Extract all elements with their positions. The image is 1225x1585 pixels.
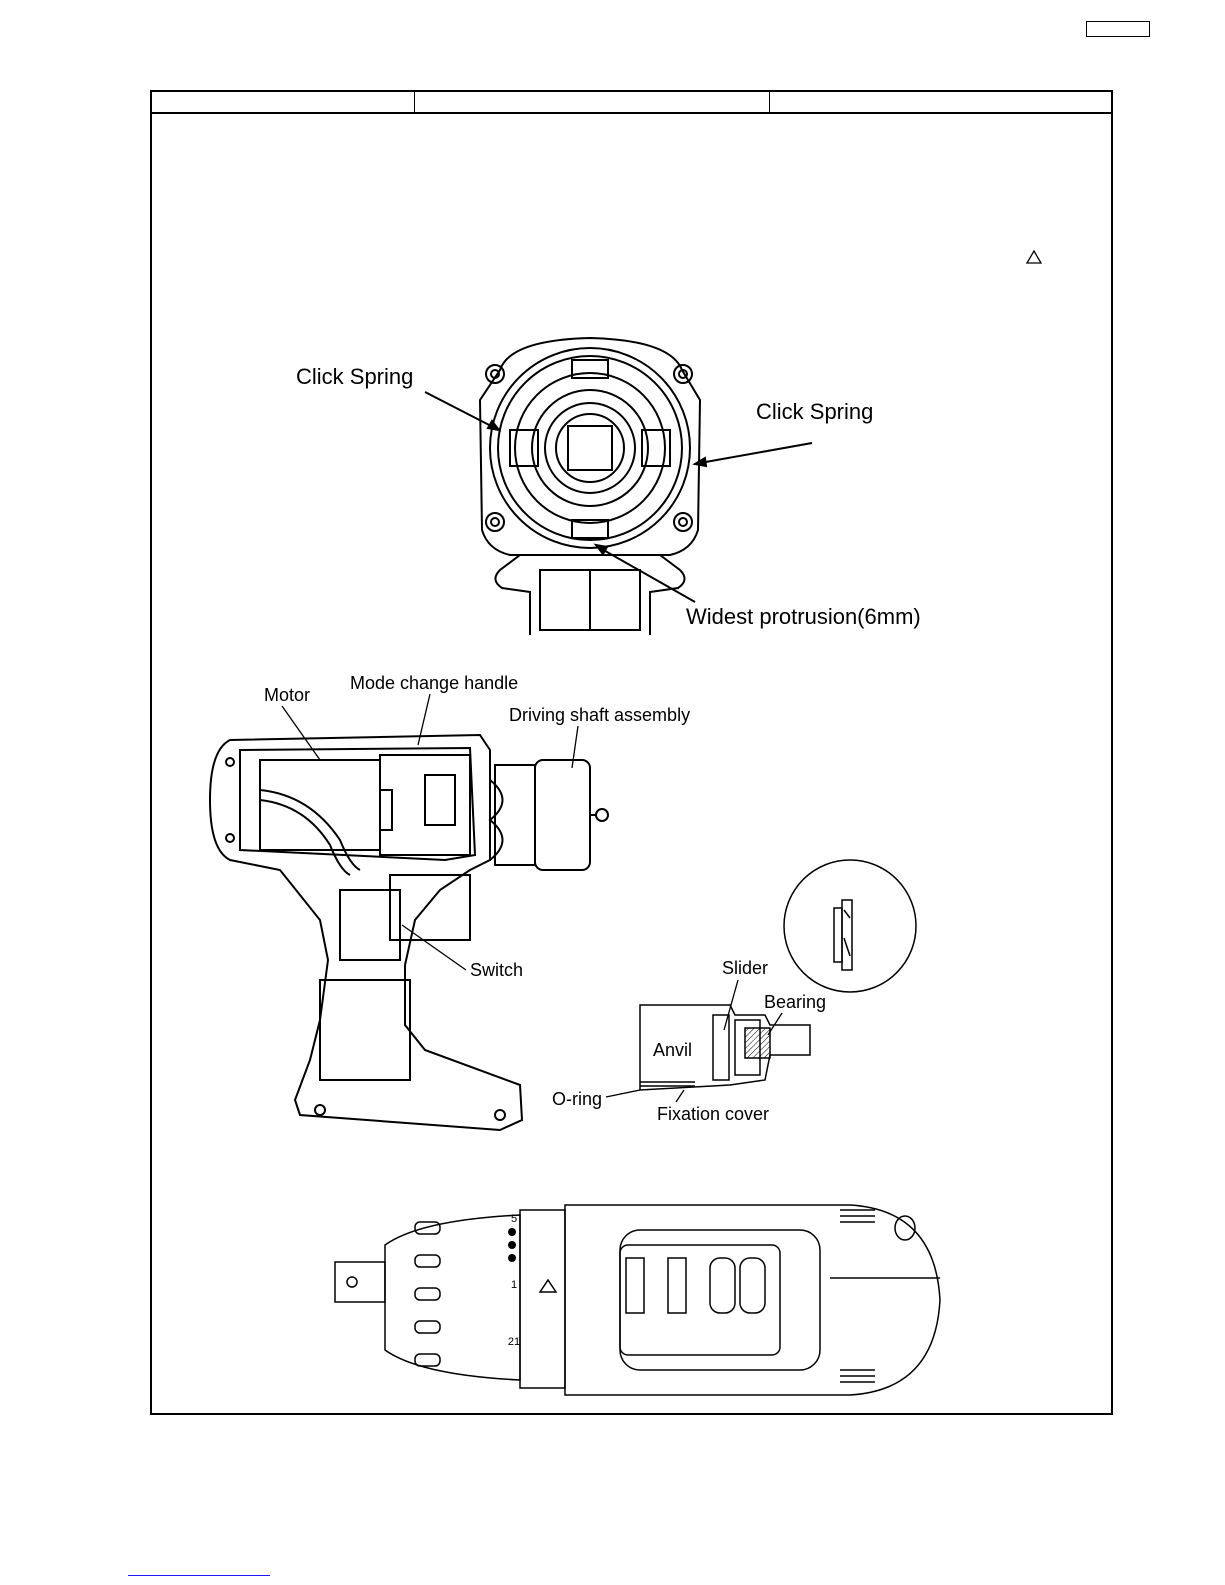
footer-link-underline[interactable] <box>128 1575 270 1576</box>
dial-mark-21: 21 <box>508 1336 520 1348</box>
leader-lines-figure3 <box>0 0 1225 1200</box>
dial-mark-5: 5 <box>511 1213 517 1225</box>
tool-top-view-figure: 5 1 21 <box>330 1200 950 1400</box>
dial-mark-1: 1 <box>511 1279 517 1291</box>
